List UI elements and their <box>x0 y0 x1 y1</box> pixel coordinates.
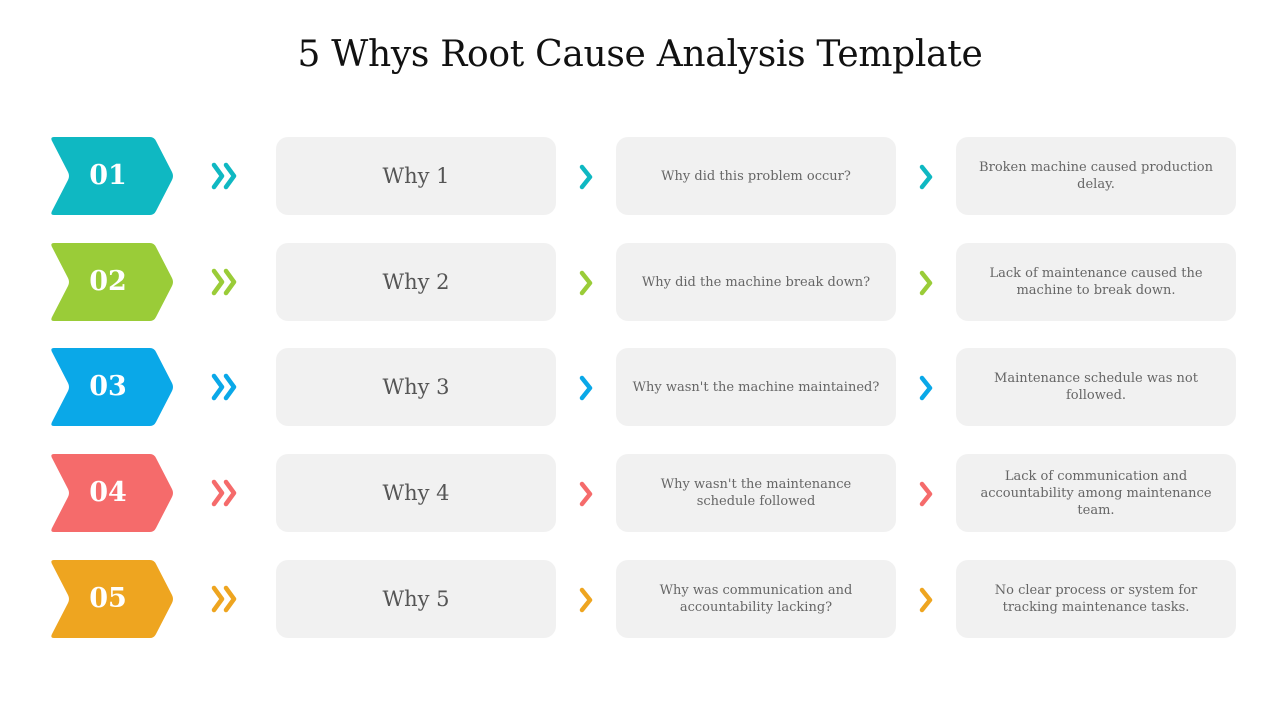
why-label: Why 4 <box>276 454 556 532</box>
why-answer: Lack of communication and accountability… <box>956 454 1236 532</box>
chevron-right-icon <box>579 164 593 190</box>
step-number: 05 <box>89 583 127 614</box>
step-number-badge: 04 <box>46 454 174 532</box>
why-question: Why did the machine break down? <box>616 243 896 321</box>
step-number: 04 <box>89 477 127 508</box>
chevron-badge-shape <box>51 560 174 638</box>
why-row: 03 Why 3 Why wasn't the machine maintain… <box>0 348 1280 426</box>
chevron-right-icon <box>919 270 933 296</box>
page-title: 5 Whys Root Cause Analysis Template <box>297 34 983 75</box>
why-label: Why 1 <box>276 137 556 215</box>
why-label: Why 2 <box>276 243 556 321</box>
chevron-right-icon <box>579 481 593 507</box>
chevron-badge-shape <box>51 348 174 426</box>
chevron-right-icon <box>919 481 933 507</box>
chevron-badge-shape <box>51 454 174 532</box>
double-chevron-right-icon <box>211 373 237 401</box>
chevron-badge-shape <box>51 243 174 321</box>
why-question: Why did this problem occur? <box>616 137 896 215</box>
double-chevron-right-icon <box>211 162 237 190</box>
chevron-right-icon <box>579 375 593 401</box>
why-label: Why 5 <box>276 560 556 638</box>
why-row: 01 Why 1 Why did this problem occur? Bro… <box>0 137 1280 215</box>
why-answer: No clear process or system for tracking … <box>956 560 1236 638</box>
double-chevron-right-icon <box>211 268 237 296</box>
chevron-badge-shape <box>51 137 174 215</box>
step-number-badge: 05 <box>46 560 174 638</box>
chevron-right-icon <box>919 164 933 190</box>
why-answer: Broken machine caused production delay. <box>956 137 1236 215</box>
why-question: Why wasn't the maintenance schedule foll… <box>616 454 896 532</box>
why-answer: Maintenance schedule was not followed. <box>956 348 1236 426</box>
chevron-right-icon <box>579 587 593 613</box>
step-number-badge: 03 <box>46 348 174 426</box>
chevron-right-icon <box>919 587 933 613</box>
why-question: Why was communication and accountability… <box>616 560 896 638</box>
why-row: 02 Why 2 Why did the machine break down?… <box>0 243 1280 321</box>
step-number: 03 <box>89 371 127 402</box>
step-number-badge: 02 <box>46 243 174 321</box>
step-number-badge: 01 <box>46 137 174 215</box>
chevron-right-icon <box>579 270 593 296</box>
why-row: 04 Why 4 Why wasn't the maintenance sche… <box>0 454 1280 532</box>
double-chevron-right-icon <box>211 479 237 507</box>
double-chevron-right-icon <box>211 585 237 613</box>
step-number: 01 <box>89 160 127 191</box>
step-number: 02 <box>89 266 127 297</box>
why-answer: Lack of maintenance caused the machine t… <box>956 243 1236 321</box>
why-row: 05 Why 5 Why was communication and accou… <box>0 560 1280 638</box>
why-question: Why wasn't the machine maintained? <box>616 348 896 426</box>
why-label: Why 3 <box>276 348 556 426</box>
chevron-right-icon <box>919 375 933 401</box>
